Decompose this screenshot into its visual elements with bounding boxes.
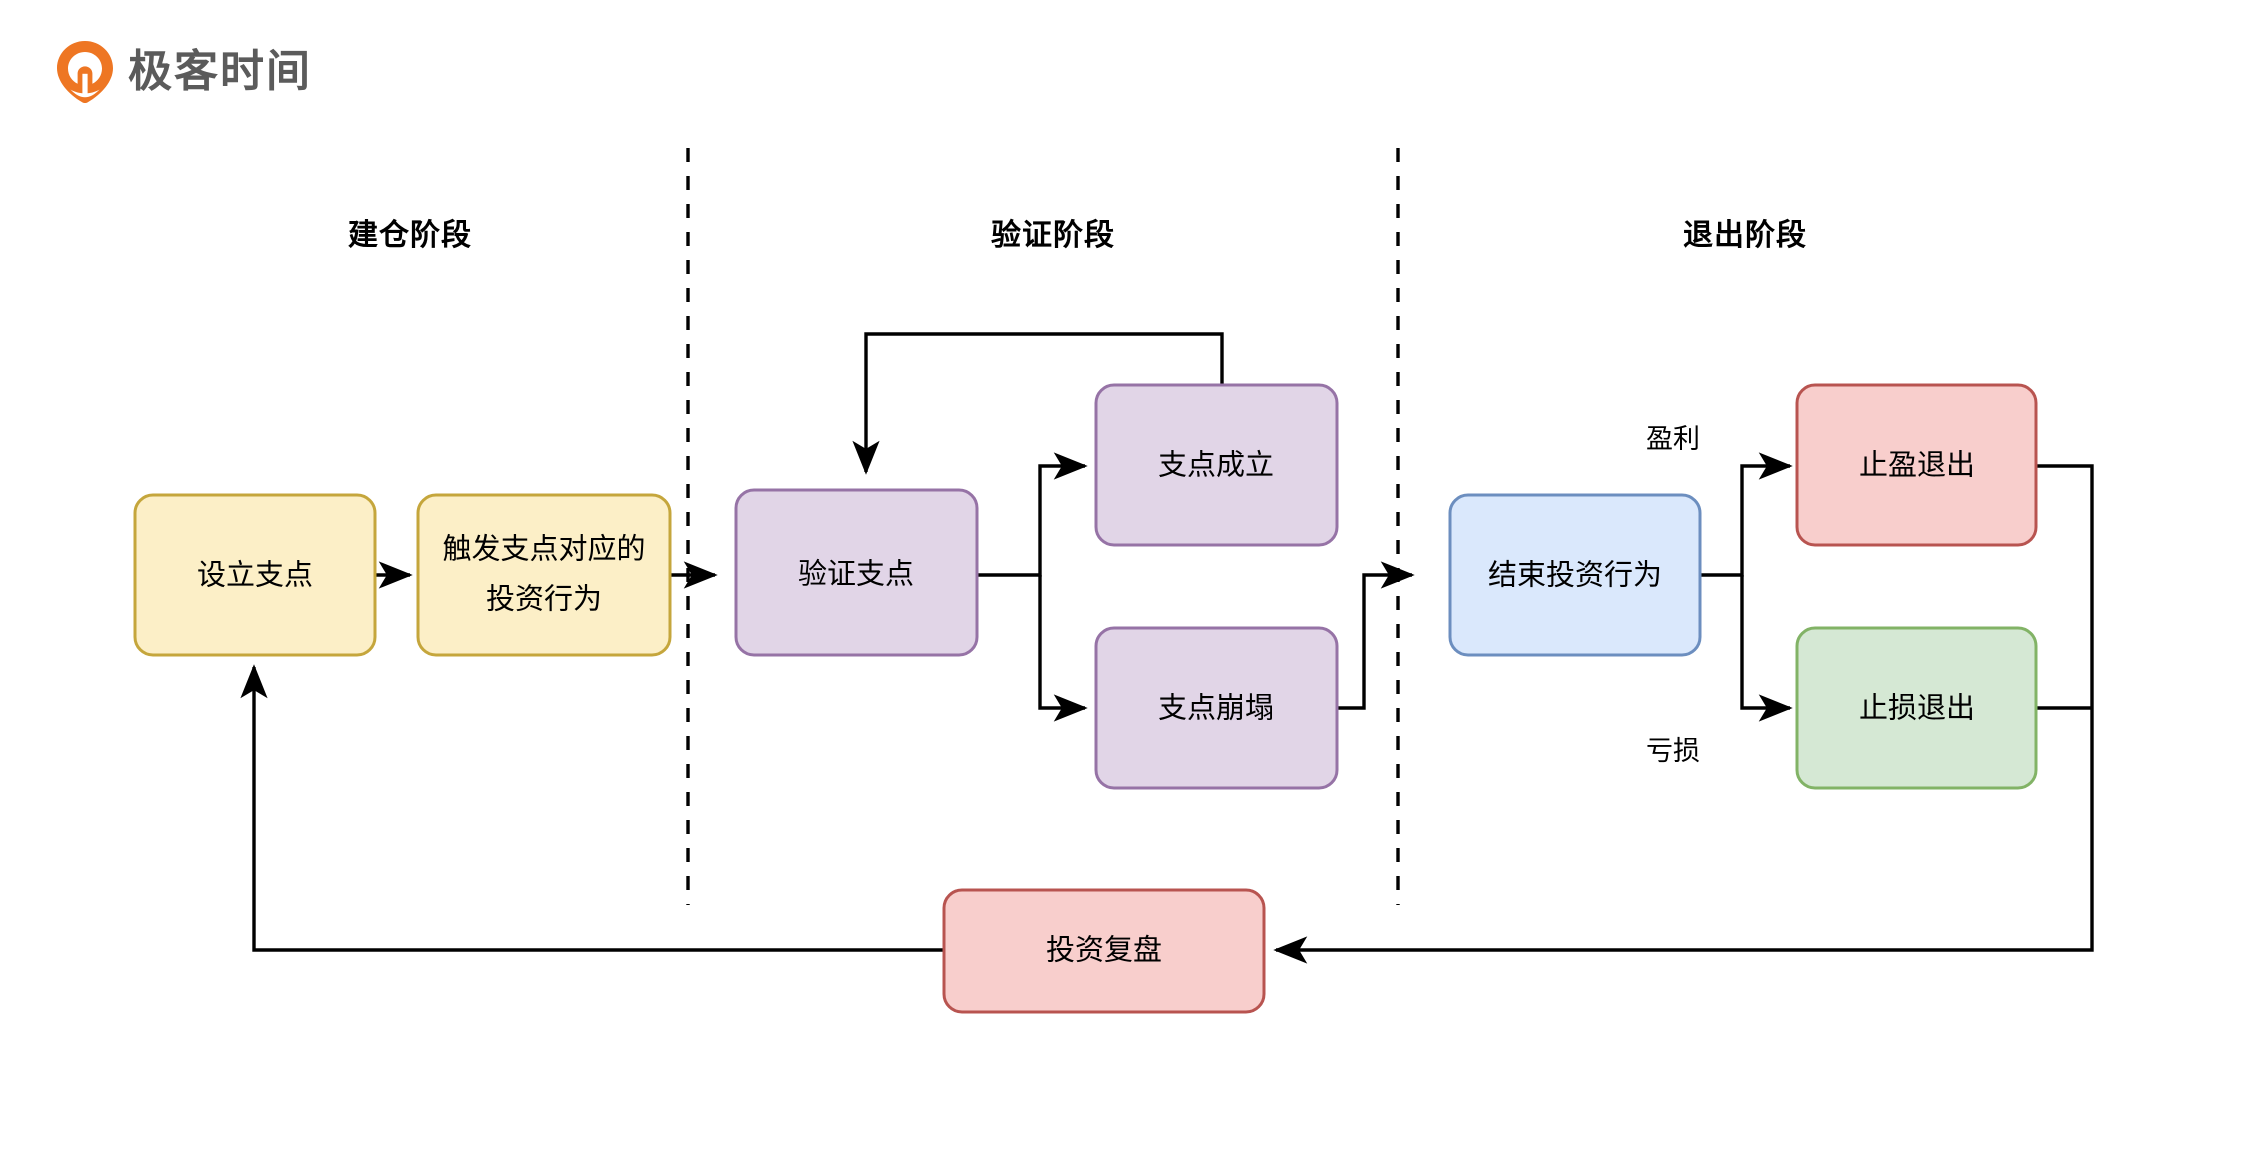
node-end-investment-box[interactable] — [1448, 493, 1702, 657]
node-trigger-investment[interactable]: 触发支点对应的 投资行为 — [416, 493, 672, 657]
edge-established-back-to-verify — [852, 332, 1224, 475]
geek-time-pin-icon — [57, 41, 113, 103]
brand-wordmark: 极客时间 — [128, 47, 312, 96]
node-setup-pivot[interactable]: 设立支点 — [133, 493, 377, 657]
edge-collapse-to-end — [1337, 561, 1415, 710]
phase-title-exit: 退出阶段 — [1683, 219, 1807, 252]
node-investment-review-label: 投资复盘 — [1046, 934, 1162, 967]
phase-title-build: 建仓阶段 — [348, 219, 472, 252]
node-take-profit-exit[interactable]: 止盈退出 — [1795, 383, 2038, 547]
edge-label-profit: 盈利 — [1646, 424, 1700, 454]
node-pivot-established[interactable]: 支点成立 — [1094, 383, 1339, 547]
edge-verify-to-collapse — [1038, 575, 1088, 722]
node-pivot-collapsed[interactable]: 支点崩塌 — [1094, 626, 1339, 790]
node-investment-review[interactable]: 投资复盘 — [942, 888, 1266, 1014]
edge-review-to-setup — [240, 664, 944, 952]
node-take-profit-exit-label: 止盈退出 — [1859, 449, 1975, 482]
brand-logo: 极客时间 — [56, 40, 312, 104]
node-verify-pivot-box[interactable] — [734, 488, 979, 657]
node-end-investment[interactable]: 结束投资行为 — [1448, 493, 1702, 657]
node-verify-pivot-label: 验证支点 — [798, 558, 914, 591]
node-setup-pivot-box[interactable] — [133, 493, 377, 657]
node-pivot-collapsed-box[interactable] — [1094, 626, 1339, 790]
edge-end-to-take-profit — [1700, 452, 1793, 577]
node-trigger-investment-label-line2: 投资行为 — [486, 583, 602, 616]
node-stop-loss-exit-label: 止损退出 — [1859, 692, 1975, 725]
phase-title-verify: 验证阶段 — [991, 219, 1115, 252]
edge-end-to-stop-loss — [1740, 575, 1793, 722]
node-end-investment-label: 结束投资行为 — [1488, 559, 1662, 592]
node-trigger-investment-box[interactable] — [416, 493, 672, 657]
node-pivot-collapsed-label: 支点崩塌 — [1158, 692, 1274, 725]
edge-verify-to-established — [977, 452, 1088, 577]
node-pivot-established-box[interactable] — [1094, 383, 1339, 547]
node-setup-pivot-label: 设立支点 — [197, 559, 313, 592]
node-trigger-investment-label-line1: 触发支点对应的 — [442, 533, 645, 566]
node-investment-review-box[interactable] — [942, 888, 1266, 1014]
node-stop-loss-exit[interactable]: 止损退出 — [1795, 626, 2038, 790]
edge-label-loss: 亏损 — [1646, 736, 1700, 766]
node-pivot-established-label: 支点成立 — [1158, 449, 1274, 482]
node-verify-pivot[interactable]: 验证支点 — [734, 488, 979, 657]
node-take-profit-exit-box[interactable] — [1795, 383, 2038, 547]
node-stop-loss-exit-box[interactable] — [1795, 626, 2038, 790]
